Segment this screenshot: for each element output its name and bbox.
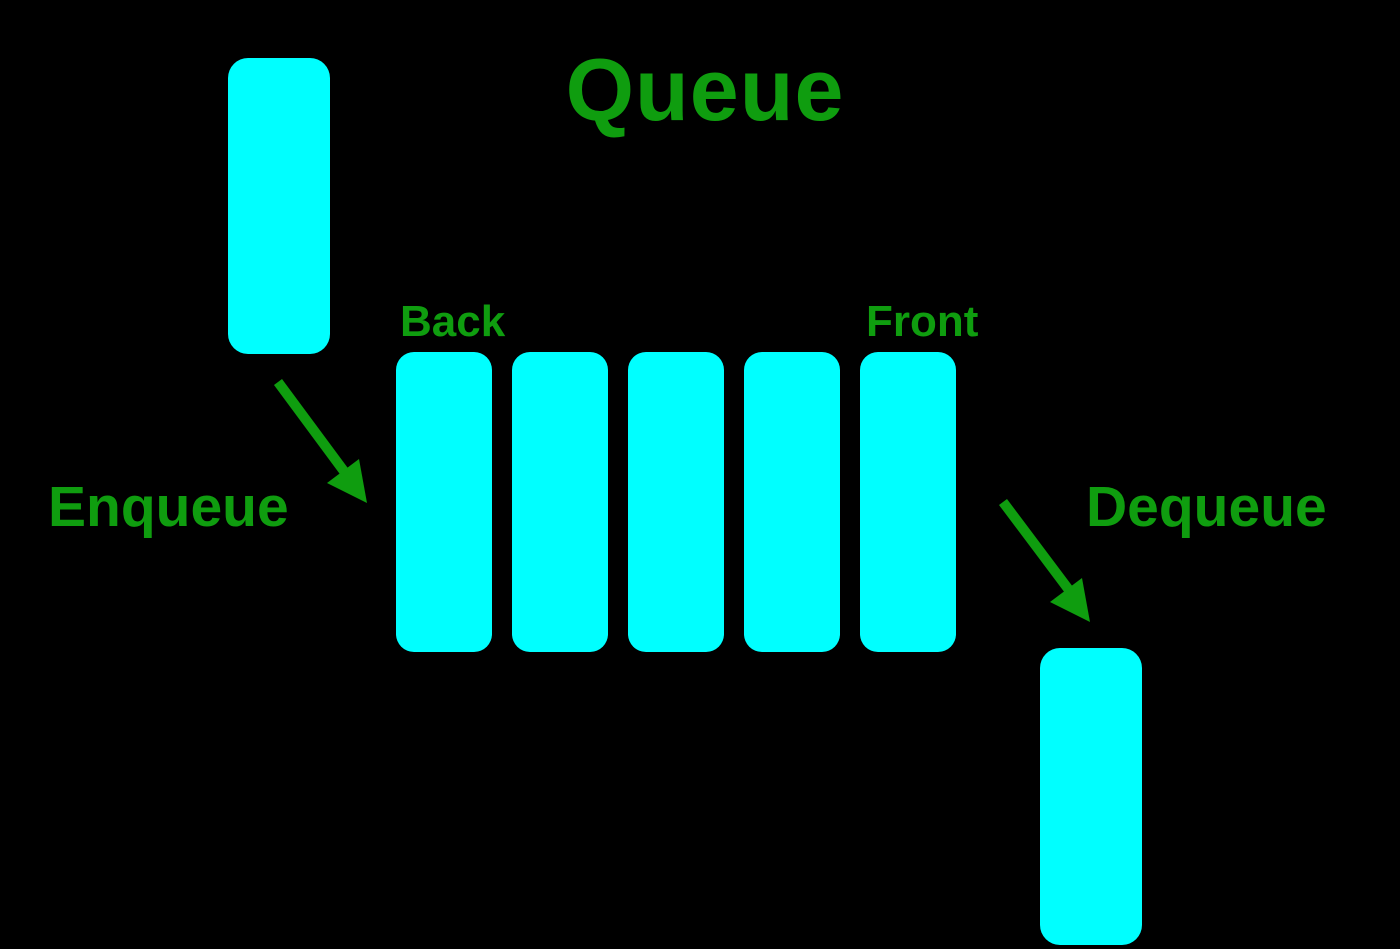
incoming-element [228,58,330,354]
queue-cell [396,352,492,652]
dequeue-arrow-icon [999,499,1090,622]
enqueue-arrow-icon [273,379,367,503]
queue-cell [512,352,608,652]
dequeue-label: Dequeue [1086,475,1327,539]
back-label: Back [400,297,506,346]
queue-cell [860,352,956,652]
queue-cell [744,352,840,652]
queue-cell [628,352,724,652]
queue-row [396,352,956,652]
enqueue-label: Enqueue [48,475,289,539]
outgoing-element [1040,648,1142,945]
front-label: Front [866,297,979,346]
diagram-title: Queue [565,40,845,139]
